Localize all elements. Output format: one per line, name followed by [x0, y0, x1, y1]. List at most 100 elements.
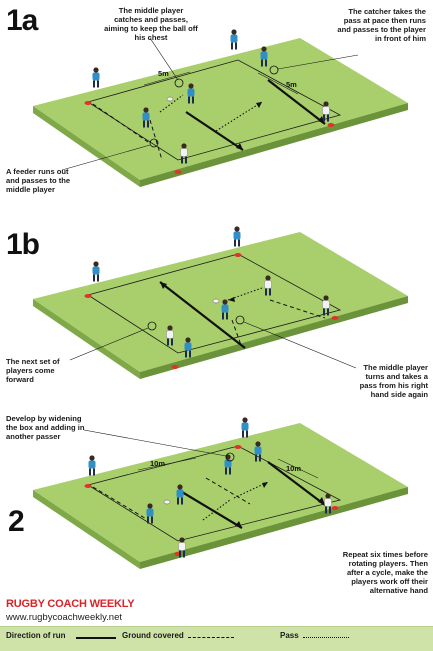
- pitch-edge: [33, 106, 140, 187]
- callout-marker: [235, 315, 245, 325]
- pitch-edge: [33, 490, 140, 569]
- rugby-player-icon: [146, 503, 154, 524]
- pitch-2: 10m 10m: [33, 417, 408, 569]
- arrowhead-icon: [236, 143, 243, 150]
- cone-icon: [331, 316, 339, 320]
- rugby-ball-icon: [212, 298, 220, 304]
- pitch-edge: [140, 487, 408, 569]
- rugby-player-icon: [187, 83, 195, 104]
- rugby-player-icon: [180, 143, 188, 164]
- arrowhead-icon: [262, 482, 268, 488]
- distance-label: 5m: [158, 69, 169, 78]
- pass-line: [233, 481, 269, 499]
- run-line: [181, 491, 243, 529]
- pitch-surface: [33, 423, 408, 562]
- pass-line: [159, 94, 184, 113]
- callout-leader: [61, 144, 151, 171]
- distance-marker: [277, 458, 319, 479]
- rugby-player-icon: [184, 337, 192, 358]
- legend-pass-label: Pass: [280, 631, 299, 640]
- run-line: [267, 461, 326, 506]
- arrowhead-icon: [228, 297, 235, 302]
- note-repeat: Repeat six times before rotating players…: [342, 550, 428, 595]
- cone-icon: [171, 365, 179, 369]
- rugby-ball-icon: [166, 96, 174, 102]
- pitch-1b: [33, 226, 408, 379]
- grid-box: [87, 253, 342, 354]
- rugby-player-icon: [264, 275, 272, 296]
- callout-leader: [149, 37, 179, 81]
- brand-url: www.rugbycoachweekly.net: [6, 612, 122, 623]
- ground-covered-line: [205, 477, 251, 505]
- cone-icon: [234, 445, 242, 449]
- legend-run-label: Direction of run: [6, 631, 66, 640]
- legend-run-swatch: [76, 637, 116, 639]
- callout-leader: [83, 429, 227, 457]
- rugby-player-icon: [176, 484, 184, 505]
- distance-marker: [257, 72, 299, 95]
- pitch-edge: [140, 103, 408, 187]
- run-line: [267, 79, 326, 125]
- rugby-player-icon: [241, 417, 249, 438]
- ground-covered-line: [269, 299, 326, 319]
- panel-label-1a: 1a: [6, 4, 38, 37]
- pitch-edge: [33, 299, 140, 379]
- note-develop: Develop by widening the box and adding i…: [6, 414, 85, 441]
- arrowhead-icon: [235, 521, 242, 528]
- note-next-players: The next set of players come forward: [6, 357, 60, 384]
- distance-marker: [137, 457, 197, 471]
- cone-icon: [84, 294, 92, 298]
- rugby-player-icon: [92, 67, 100, 88]
- rugby-player-icon: [224, 454, 232, 475]
- note-feeder: A feeder runs out and passes to the midd…: [6, 167, 71, 194]
- cone-icon: [331, 506, 339, 510]
- rugby-player-icon: [233, 226, 241, 247]
- rugby-player-icon: [260, 46, 268, 67]
- cone-icon: [234, 253, 242, 257]
- rugby-player-icon: [221, 299, 229, 320]
- note-middle-player: The middle player catches and passes, ai…: [104, 6, 198, 42]
- rugby-player-icon: [166, 325, 174, 346]
- callout-leader: [243, 321, 357, 369]
- arrowhead-icon: [160, 282, 167, 289]
- callout-marker: [225, 452, 235, 462]
- callout-marker: [269, 65, 279, 75]
- cone-icon: [327, 123, 335, 127]
- pass-line: [202, 499, 231, 521]
- legend-bar: [0, 626, 433, 651]
- callout-marker: [149, 138, 159, 148]
- rugby-player-icon: [230, 29, 238, 50]
- arrowhead-icon: [318, 116, 325, 124]
- distance-marker: [143, 71, 191, 86]
- run-line: [185, 111, 244, 151]
- run-line: [159, 281, 246, 349]
- grid-box: [87, 59, 342, 161]
- distance-label: 5m: [286, 80, 297, 89]
- arrowhead-icon: [256, 102, 262, 108]
- callout-leader: [69, 327, 149, 361]
- ground-covered-line: [231, 319, 242, 346]
- cone-icon: [84, 484, 92, 488]
- rugby-player-icon: [322, 101, 330, 122]
- rugby-player-icon: [322, 295, 330, 316]
- distance-label: 10m: [150, 459, 165, 468]
- brand-logo: RUGBY COACH WEEKLY: [6, 598, 135, 610]
- pitch-1a: 5m 5m: [33, 29, 408, 187]
- callout-marker: [174, 78, 184, 88]
- pass-line: [227, 287, 263, 301]
- cone-icon: [174, 170, 182, 174]
- ground-covered-line: [92, 486, 149, 521]
- callout-leader: [277, 54, 359, 70]
- pitch-surface: [33, 38, 408, 180]
- callout-marker: [147, 321, 157, 331]
- cone-icon: [84, 101, 92, 105]
- rugby-player-icon: [142, 107, 150, 128]
- legend-pass-swatch: [303, 637, 349, 638]
- rugby-player-icon: [324, 493, 332, 514]
- arrowhead-icon: [318, 497, 325, 505]
- panel-label-1b: 1b: [6, 228, 40, 261]
- legend-ground-swatch: [188, 637, 234, 638]
- note-catcher: The catcher takes the pass at pace then …: [337, 7, 426, 43]
- note-middle-turns: The middle player turns and takes a pass…: [359, 363, 428, 399]
